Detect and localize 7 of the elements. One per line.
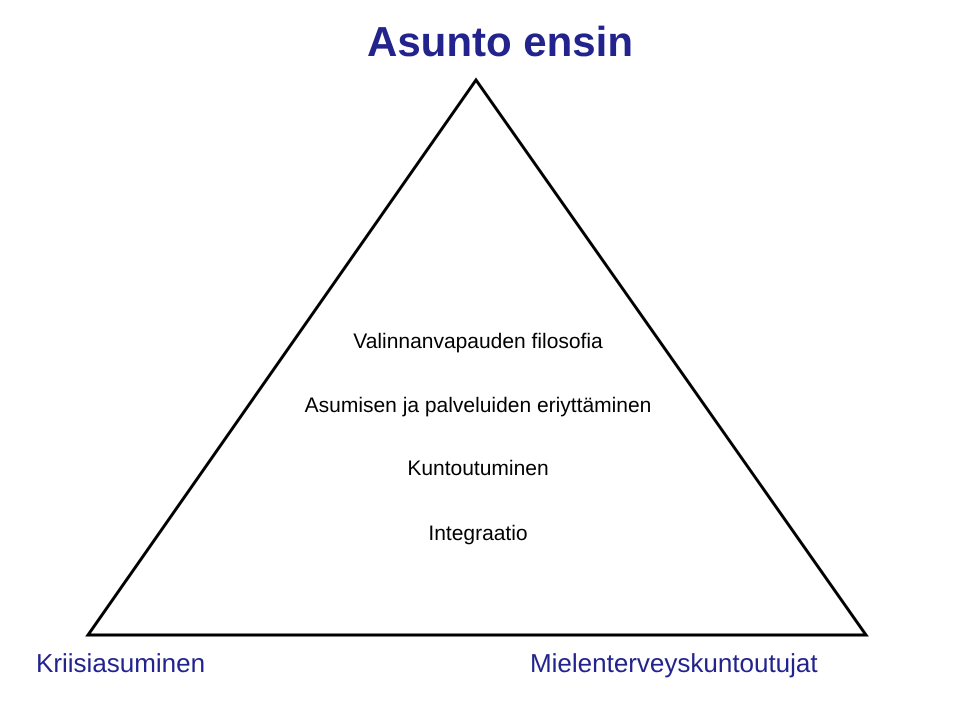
triangle-text: Asumisen ja palveluiden eriyttäminen [304, 394, 652, 418]
title: Asunto ensin [366, 18, 634, 66]
triangle-text: Kuntoutuminen [407, 457, 549, 481]
corner-label: Kriisiasuminen [36, 648, 206, 679]
triangle-text: Valinnanvapauden filosofia [353, 330, 603, 354]
triangle-text: Integraatio [428, 522, 528, 546]
corner-label: Mielenterveyskuntoutujat [530, 648, 818, 679]
